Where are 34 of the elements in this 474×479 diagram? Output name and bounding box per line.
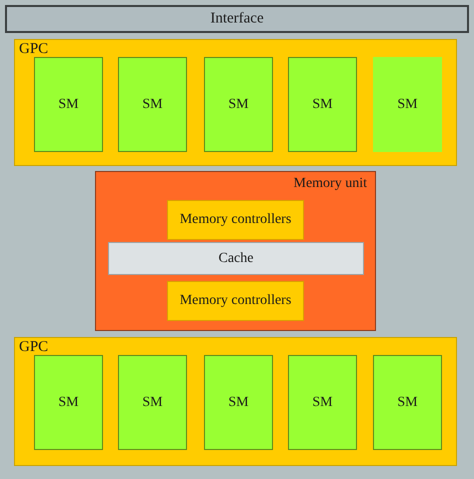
- gpc-heading: GPC: [19, 41, 48, 58]
- memory-controller-label: Memory controllers: [178, 292, 292, 310]
- gpc-panel: [14, 337, 457, 466]
- memory-controller-label: Memory controllers: [178, 210, 292, 229]
- sm-block: [373, 57, 442, 152]
- sm-label: SM: [57, 393, 80, 412]
- memory-unit-heading: Memory unit: [294, 176, 367, 192]
- sm-block: [34, 57, 103, 152]
- sm-label: SM: [57, 95, 80, 114]
- sm-label: SM: [141, 393, 164, 412]
- sm-label: SM: [311, 95, 334, 114]
- sm-label: SM: [311, 393, 334, 412]
- cache-label: Cache: [218, 249, 254, 268]
- sm-block: [204, 57, 273, 152]
- memory-unit-panel: [95, 171, 376, 331]
- sm-block: [34, 355, 103, 450]
- sm-label: SM: [227, 393, 250, 412]
- sm-block: [288, 57, 357, 152]
- interface-label: Interface: [209, 9, 265, 28]
- sm-block: [288, 355, 357, 450]
- gpc-heading: GPC: [19, 339, 48, 356]
- sm-block: [118, 57, 187, 152]
- interface-bar: [5, 5, 469, 33]
- sm-label: SM: [396, 393, 419, 412]
- sm-block: [204, 355, 273, 450]
- sm-label: SM: [396, 95, 419, 114]
- memory-controller-box: [167, 200, 304, 240]
- cache-bar: [108, 242, 364, 275]
- sm-block: [373, 355, 442, 450]
- memory-controller-box: [167, 281, 304, 321]
- sm-label: SM: [227, 95, 250, 114]
- gpc-panel: [14, 39, 457, 166]
- sm-label: SM: [141, 95, 164, 114]
- sm-block: [118, 355, 187, 450]
